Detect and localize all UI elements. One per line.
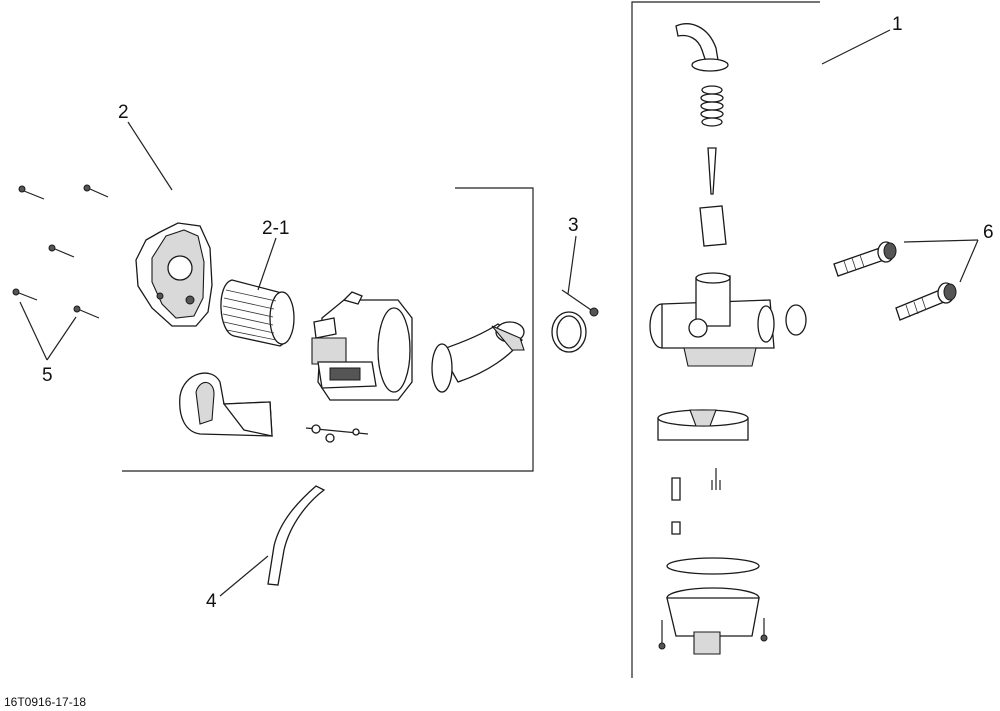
linkage-rod [305,424,369,443]
fuel-hose [267,485,326,586]
callout-2: 2 [118,102,129,123]
callout-3: 3 [568,215,579,236]
screw [73,305,100,319]
screw-set [12,184,109,319]
leader-line-1 [821,29,891,65]
leader-line-5b [46,316,77,361]
air-filter-cover [135,222,213,327]
pilot-jet [671,521,681,535]
carburetor-body [649,272,775,367]
figure-reference-code: 16T0916-17-18 [4,695,86,709]
screw [83,184,109,198]
leader-line-6b [959,239,979,283]
float-bowl-gasket [666,557,760,575]
throttle-slide [699,205,727,247]
callout-4: 4 [206,591,217,612]
carburetor-group-frame [631,1,820,678]
leader-line-2 [127,121,173,191]
screw [12,288,38,301]
float-pin [711,468,721,490]
leader-line-2-1 [257,237,277,291]
air-filter-element [220,279,295,347]
float-bowl [658,587,768,655]
carburetor-assembly [649,23,807,655]
callout-2-1: 2-1 [262,218,289,239]
jet-needle [707,147,717,195]
bolt [833,241,897,277]
air-filter-group-frame [122,187,534,472]
callout-1: 1 [892,14,903,35]
float [657,409,749,441]
leader-line-4 [219,555,269,597]
callout-6: 6 [983,222,994,243]
air-box-housing [311,291,413,401]
screw [18,185,45,200]
intake-elbow-boot [431,321,525,393]
leader-line-6a [903,239,979,243]
bolt [895,282,957,321]
throttle-spring [700,85,724,127]
leader-line-3 [567,235,577,295]
intake-duct [179,372,273,437]
main-jet [671,477,681,501]
leader-line-5a [19,301,48,361]
screw [48,244,75,258]
callout-5: 5 [42,365,53,386]
bolt-set [833,241,957,321]
hose-clamp [551,289,599,353]
o-ring [785,304,807,336]
